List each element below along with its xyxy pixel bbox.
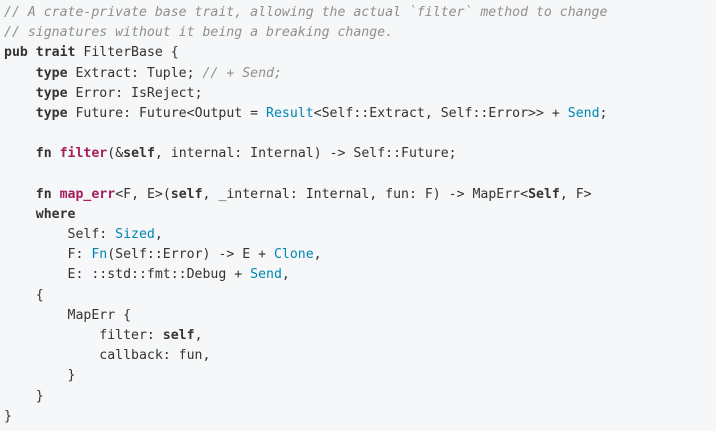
code-token-plain xyxy=(4,66,36,81)
code-token-self: self xyxy=(123,146,155,162)
code-token-plain: (Self::Error) -> E + xyxy=(107,247,274,263)
code-token-kw: fn xyxy=(35,146,52,162)
code-token-plain xyxy=(4,106,36,121)
code-token-builtin: Sized xyxy=(115,227,155,243)
code-token-plain: Future: Future<Output = xyxy=(67,105,267,121)
code-line: F: Fn(Self::Error) -> E + Clone, xyxy=(4,245,716,265)
code-line: type Extract: Tuple; // + Send; xyxy=(4,64,716,84)
code-token-plain: Error: IsReject; xyxy=(67,85,203,101)
code-token-plain: } xyxy=(4,388,44,404)
code-token-plain xyxy=(4,207,36,222)
code-line: fn filter(&self, internal: Internal) -> … xyxy=(4,144,716,164)
code-token-plain: , xyxy=(313,247,322,263)
code-token-fn: filter xyxy=(59,146,108,162)
code-token-kw: type xyxy=(35,105,68,121)
code-line: { xyxy=(4,286,716,306)
code-token-plain: } xyxy=(4,368,76,384)
code-line: // A crate-private base trait, allowing … xyxy=(4,3,716,23)
code-token-builtin: Clone xyxy=(273,247,314,263)
code-token-plain: <Self::Extract, Self::Error>> + xyxy=(313,105,568,121)
code-line xyxy=(4,165,716,185)
code-token-plain: , _internal: Internal, fun: F) -> MapErr… xyxy=(202,186,529,202)
code-token-plain: MapErr { xyxy=(4,307,132,323)
code-token-plain: , F> xyxy=(559,186,592,202)
code-line: MapErr { xyxy=(4,306,716,326)
code-token-self: self xyxy=(162,328,195,343)
code-token-plain xyxy=(52,146,60,161)
code-line: type Future: Future<Output = Result<Self… xyxy=(4,104,716,124)
code-line: filter: self, xyxy=(4,326,716,346)
code-token-plain xyxy=(4,187,36,202)
code-token-plain xyxy=(4,146,36,161)
code-token-comment: // signatures without it being a breakin… xyxy=(4,25,394,41)
code-token-plain: { xyxy=(4,287,44,303)
code-token-comment: // A crate-private base trait, allowing … xyxy=(4,5,608,20)
code-token-plain: } xyxy=(4,408,12,424)
code-token-plain: FilterBase { xyxy=(75,45,179,61)
code-line: Self: Sized, xyxy=(4,225,716,245)
code-token-plain: , xyxy=(194,328,203,343)
code-line: pub trait FilterBase { xyxy=(4,43,716,63)
code-token-builtin: Fn xyxy=(91,247,108,263)
code-token-builtin: Send xyxy=(567,105,600,121)
code-line: where xyxy=(4,205,716,225)
code-line: type Error: IsReject; xyxy=(4,84,716,104)
code-token-plain: (& xyxy=(107,146,124,162)
code-line: } xyxy=(4,407,716,427)
code-token-plain: E: ::std::fmt::Debug + xyxy=(4,267,251,283)
code-line: } xyxy=(4,387,716,407)
code-token-plain: Self: xyxy=(4,227,116,243)
code-token-plain: , internal: Internal) -> Self::Future; xyxy=(154,146,457,162)
code-line: callback: fun, xyxy=(4,346,716,366)
code-token-self: self xyxy=(170,186,203,202)
code-token-builtin: Result xyxy=(266,105,314,121)
code-token-fn: map_err xyxy=(59,186,116,202)
code-token-plain: filter: xyxy=(4,328,163,343)
code-line xyxy=(4,124,716,144)
code-token-builtin: Send xyxy=(250,267,282,283)
code-token-self: Self xyxy=(528,186,560,202)
code-token-comment: // + Send; xyxy=(202,65,282,81)
code-token-plain: callback: fun, xyxy=(4,348,211,364)
code-token-kw: where xyxy=(35,206,76,222)
code-line: } xyxy=(4,366,716,386)
code-token-kw: trait xyxy=(35,45,76,61)
code-token-kw: type xyxy=(35,85,68,101)
code-token-plain xyxy=(28,45,36,60)
code-token-kw: pub xyxy=(4,45,28,61)
code-token-plain: , xyxy=(281,267,290,283)
code-line: fn map_err<F, E>(self, _internal: Intern… xyxy=(4,185,716,205)
code-token-plain: F: xyxy=(4,247,92,263)
code-token-kw: fn xyxy=(35,186,52,202)
code-token-plain xyxy=(52,187,60,202)
code-token-plain: Extract: Tuple; xyxy=(67,65,203,81)
code-token-kw: type xyxy=(35,65,68,81)
code-line: E: ::std::fmt::Debug + Send, xyxy=(4,265,716,285)
code-token-plain: ; xyxy=(599,105,608,121)
code-line: // signatures without it being a breakin… xyxy=(4,23,716,43)
code-token-plain: <F, E>( xyxy=(115,186,171,202)
code-token-plain xyxy=(4,86,36,101)
code-token-plain: , xyxy=(154,227,163,243)
